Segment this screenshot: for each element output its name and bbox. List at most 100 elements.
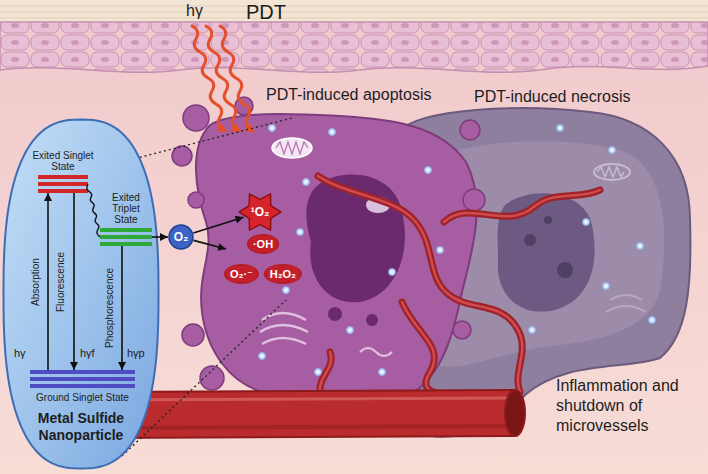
oxygen-circle [169,225,193,249]
nanoparticle-dot [425,167,432,174]
connector-arrow [193,217,243,233]
photon-symbol: hγ [14,347,26,360]
ros-blob [224,264,259,284]
nanoparticle-dot [315,369,322,376]
nanoparticle-ellipse [4,120,159,469]
nanoparticle-dot [303,179,310,186]
node-label: ¹O₂ [251,205,270,219]
apoptotic-body [183,105,209,131]
nanoparticle-dot [557,125,564,132]
nanoparticle-dot [529,327,536,334]
nanoparticle-dot [297,229,304,236]
blood-vessel [100,398,512,400]
energy-level: Ground Singlet State [30,370,135,388]
photon-symbol: hγ [186,2,203,20]
nanoparticle-dot [269,125,276,132]
necrotic-cell [524,234,536,246]
stage-title: PDT-induced necrosis [474,88,631,106]
nanoparticle-dot [389,269,396,276]
light-ray [192,26,252,130]
ros-blob [247,234,279,254]
apoptotic-cell [360,348,392,356]
capillary [318,176,522,392]
node-label: H₂O₂ [266,266,300,282]
effect-note: Inflammation and shutdown of microvessel… [556,376,680,436]
nanoparticle-ellipse: Exited Singlet StateExited Triplet State… [2,118,160,470]
apoptotic-cell [276,142,308,154]
mitochondrion [272,138,312,158]
transition-label: Phosphorescence [104,268,116,348]
apoptotic-body [460,120,480,140]
apoptotic-body [463,189,485,211]
connector-arrow [194,240,226,249]
skin-layer [0,0,708,72]
node-label: Exited Singlet State [28,150,98,172]
apoptotic-cell [328,307,342,321]
skin-layer [0,6,708,18]
nanoparticle-dot [329,129,336,136]
capillary [402,302,440,394]
nanoparticle-dot [603,283,610,290]
skin-layer [0,0,708,22]
nanoparticle-dot [637,243,644,250]
necrotic-cell [544,216,552,224]
apoptotic-cell [366,314,378,326]
transition-label: Fluorescence [55,251,67,311]
light-ray [220,26,252,130]
necrotic-cell [594,164,630,180]
necrotic-cell [606,295,646,312]
transition-label: Absorption [30,258,42,306]
nanoparticle-dot [583,219,590,226]
energy-level: Exited Triplet State [100,228,152,246]
singlet-oxygen-star [239,194,281,230]
blood-vessel [100,390,515,438]
node-label: O₂·⁻ [226,266,257,282]
necrotic-cell [557,262,573,278]
necrotic-cell [597,167,624,177]
capillary [402,302,440,394]
nanoparticle-dot [609,147,616,154]
stage-title: PDT-induced apoptosis [266,86,431,104]
photon-symbol: hγp [127,347,145,360]
node-label: Metal Sulfide Nanoparticle [31,410,131,444]
nanoparticle-dot [259,353,266,360]
ros-blob [264,264,302,284]
node-label: O₂ [174,230,189,244]
nanoparticle-dot [649,317,656,324]
capillary [444,190,600,222]
capillary [318,176,600,394]
apoptotic-body [453,321,471,339]
apoptotic-body [172,97,485,390]
node-label: Ground Singlet State [36,392,129,404]
nanoparticle-dot [379,369,386,376]
nanoparticle-dot [437,247,444,254]
node-label: Exited Triplet State [104,192,148,225]
process-name: PDT [246,1,286,24]
blood-vessel [505,390,525,436]
nanoparticle-dot [283,287,290,294]
blood-vessel [100,390,515,438]
capillary [318,176,522,392]
capillary [318,176,600,394]
node-label: ·OH [249,236,277,252]
nanoparticle-dot [347,327,354,334]
apoptotic-body [200,366,224,390]
leader-line [130,118,292,160]
apoptotic-cell [172,97,485,408]
energy-level: Exited Singlet State [38,175,88,193]
photon-symbol: hγf [80,347,95,360]
blood-vessel [100,426,512,428]
blood-vessel [100,390,525,438]
nanoparticle-dot [259,125,656,376]
capillary [318,176,600,394]
ros-cluster: ·OH O₂·⁻ H₂O₂ [226,236,300,282]
apoptotic-body [188,192,204,208]
skin-layer [0,22,708,72]
apoptotic-body [182,324,204,346]
capillary [444,190,600,222]
singlet-oxygen-star: ¹O₂ [238,190,282,234]
necrotic-cell [498,193,595,311]
oxygen-circle: O₂ [168,224,194,250]
